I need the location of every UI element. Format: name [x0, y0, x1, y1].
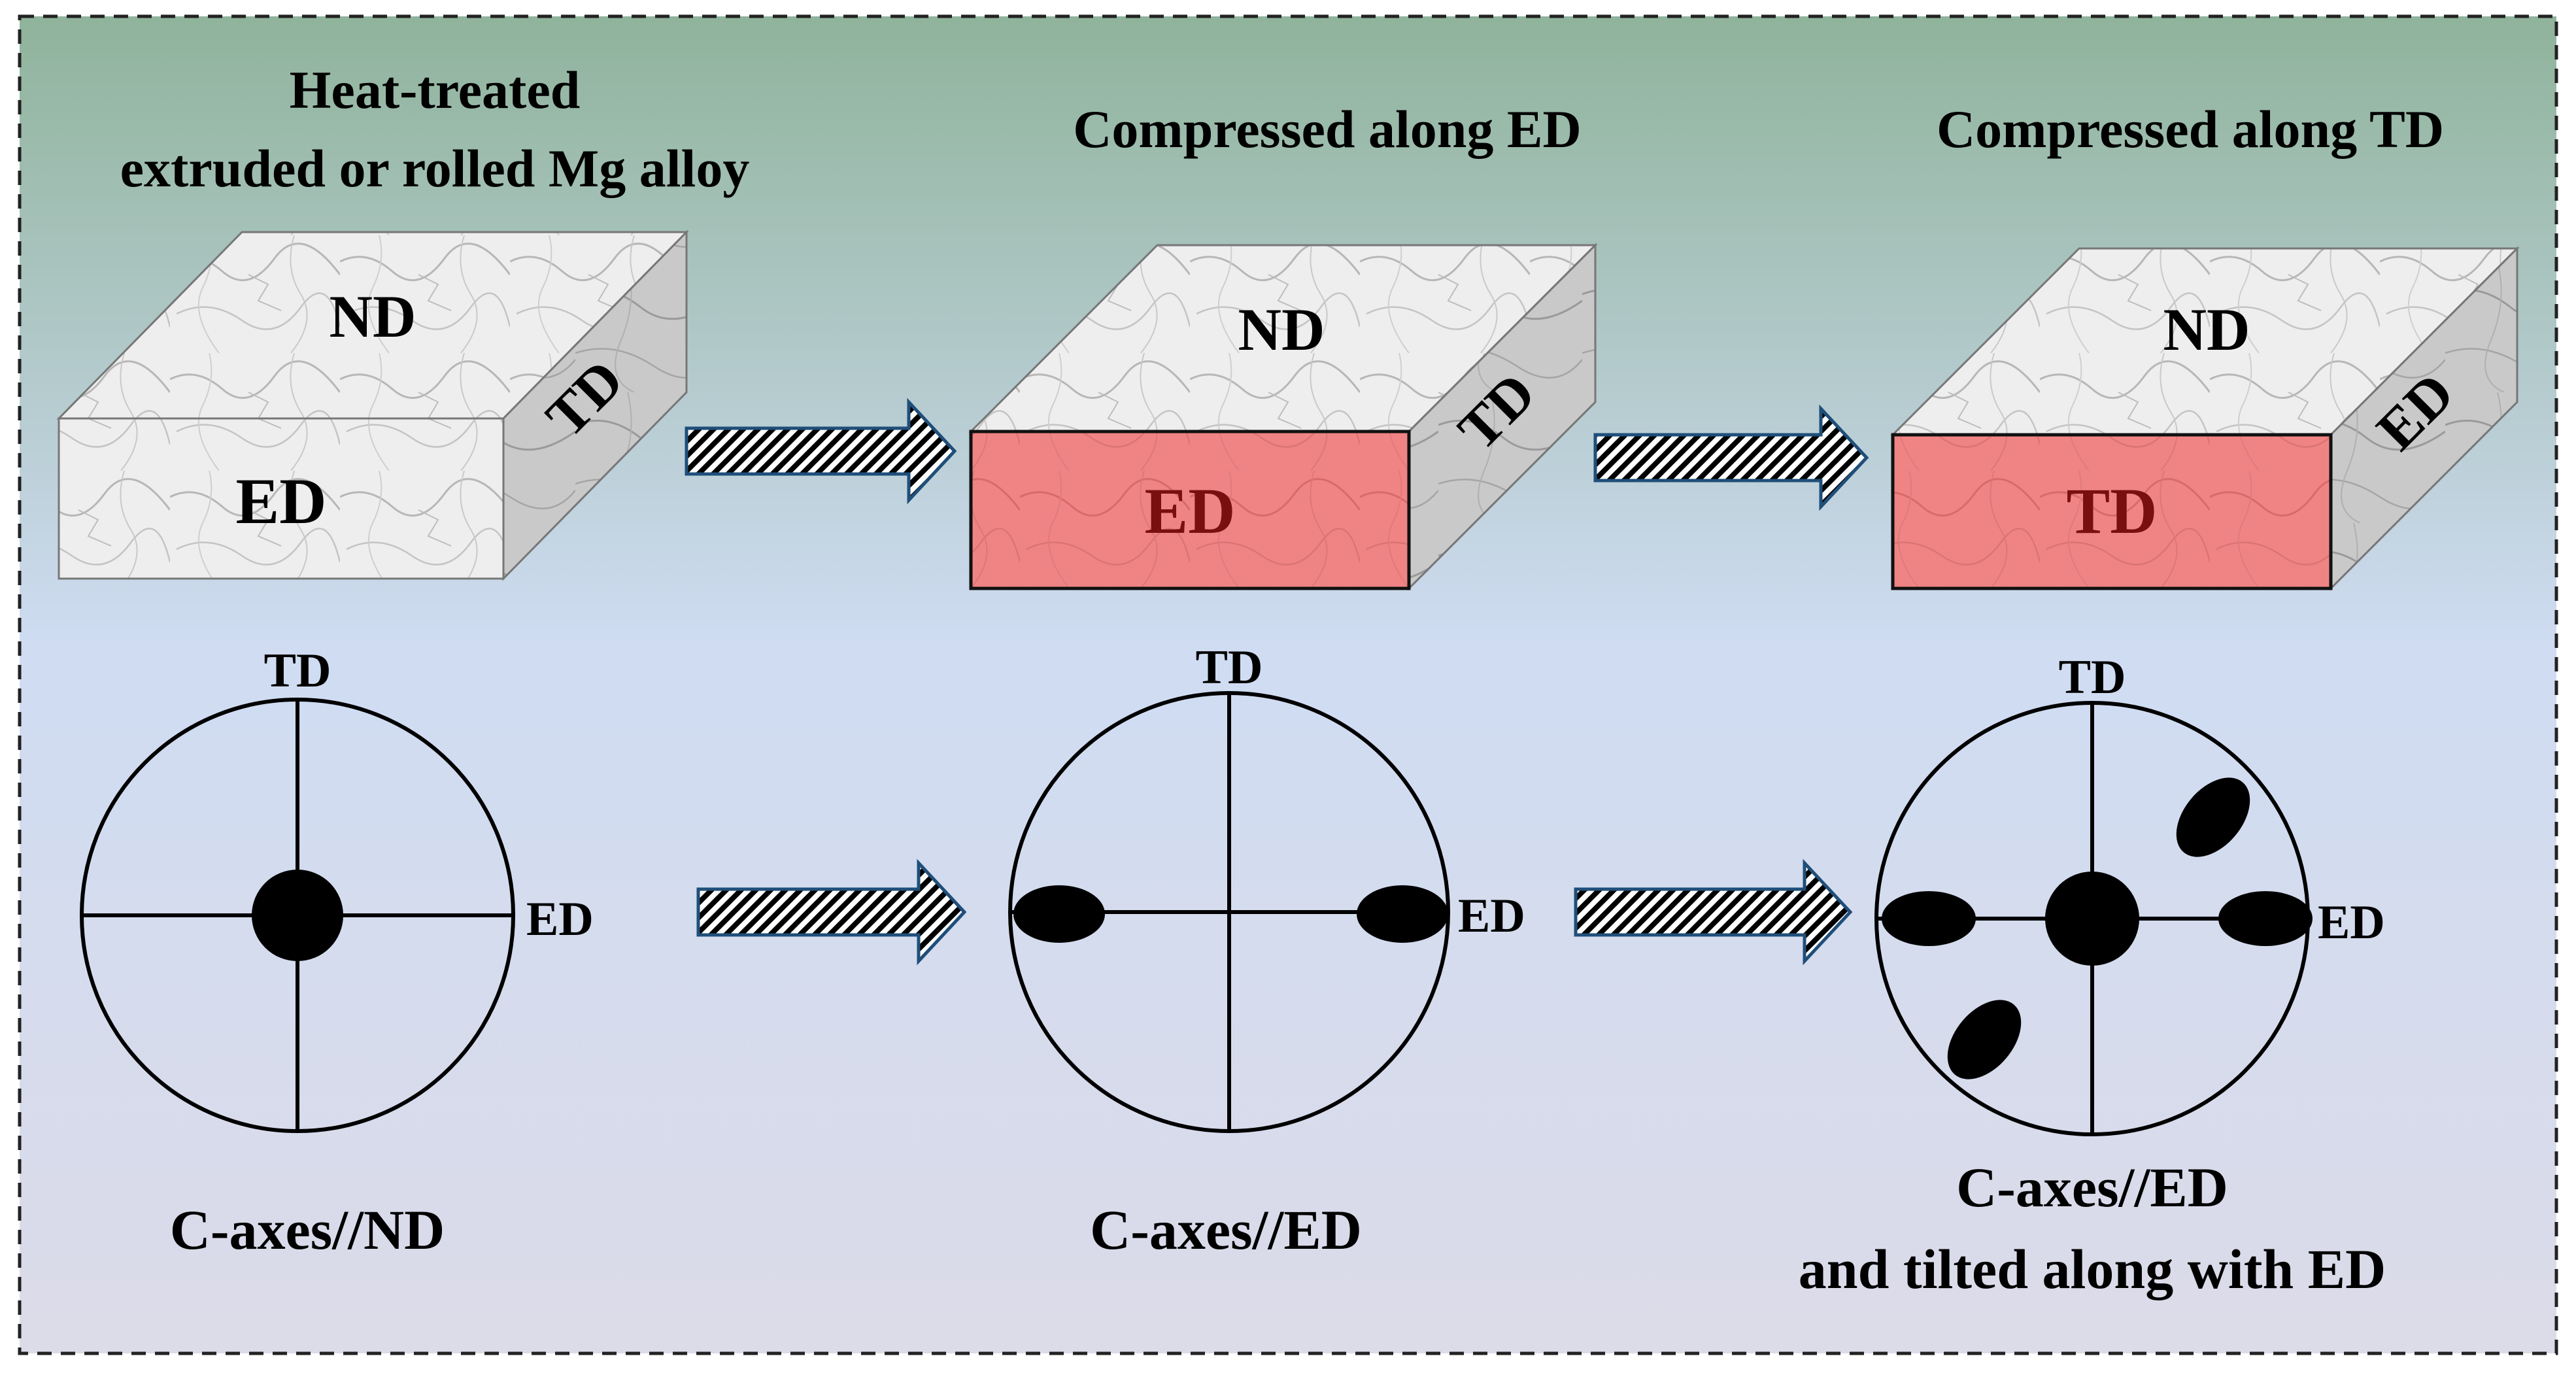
- panel-1-pole-top-label: TD: [264, 644, 331, 698]
- panel-3-block: ND TD ED: [1890, 246, 2520, 591]
- panel-3-pole-left-spot: [1882, 891, 1976, 946]
- arrow-right-icon: [1593, 404, 1869, 511]
- panel-2-block-front-face: [969, 430, 1411, 590]
- panel-3-block-front-label: TD: [2067, 475, 2158, 547]
- panel-1-block: ND ED TD: [56, 229, 689, 581]
- panel-3-title: Compressed along TD: [1937, 99, 2444, 159]
- panel-3-caption-line-2: and tilted along with ED: [1799, 1238, 2386, 1300]
- panel-1-block-front-label: ED: [236, 465, 327, 537]
- arrow-right-icon: [696, 858, 967, 966]
- panel-3: Compressed along TD ND TD ED TD ED C-axe…: [1799, 99, 2520, 1300]
- panel-3-pole-center-spot: [2045, 872, 2139, 966]
- panel-1-block-front-face: [58, 417, 505, 580]
- panel-1-block-top-label: ND: [330, 283, 416, 350]
- dashed-frame: [18, 14, 2558, 1355]
- panel-1: Heat-treated extruded or rolled Mg alloy…: [56, 60, 750, 1261]
- panel-2-pole-left-spot: [1013, 885, 1105, 943]
- panel-3-caption-line-1: C-axes//ED: [1956, 1156, 2228, 1219]
- panel-3-pole-figure: TD ED C-axes//ED and tilted along with E…: [1799, 651, 2386, 1300]
- arrow-right-icon: [1574, 858, 1853, 966]
- panel-2: Compressed along ED ND ED TD TD ED C-axe…: [968, 99, 1598, 1261]
- panel-3-pole-top-label: TD: [2059, 651, 2126, 704]
- arrow-right-icon: [685, 398, 957, 505]
- panel-3-pole-lower-tilted-spot: [1947, 1000, 2022, 1079]
- panel-3-pole-right-label: ED: [2318, 896, 2385, 949]
- panel-2-pole-top-label: TD: [1196, 641, 1263, 694]
- panel-2-pole-right-label: ED: [1458, 889, 1525, 943]
- panel-3-block-front-face: [1891, 433, 2333, 590]
- panel-1-caption: C-axes//ND: [170, 1198, 445, 1261]
- panel-2-block: ND ED TD: [968, 243, 1598, 591]
- panel-2-title: Compressed along ED: [1073, 99, 1582, 159]
- panel-2-caption: C-axes//ED: [1090, 1198, 1362, 1261]
- panel-1-pole-figure: TD ED C-axes//ND: [80, 644, 594, 1261]
- panel-1-title-line-2: extruded or rolled Mg alloy: [120, 139, 750, 198]
- panel-3-pole-right-spot: [2218, 891, 2313, 946]
- panel-1-title-line-1: Heat-treated: [290, 60, 581, 120]
- panel-2-block-top-label: ND: [1238, 296, 1325, 363]
- panel-3-pole-upper-tilted-spot: [2176, 777, 2250, 857]
- panel-1-pole-right-label: ED: [526, 892, 594, 946]
- panel-2-pole-right-spot: [1357, 885, 1448, 943]
- panel-1-pole-center-spot: [252, 870, 343, 961]
- panel-2-pole-figure: TD ED C-axes//ED: [1008, 641, 1525, 1261]
- panel-2-block-front-label: ED: [1145, 475, 1236, 547]
- panel-3-block-top-label: ND: [2163, 296, 2250, 363]
